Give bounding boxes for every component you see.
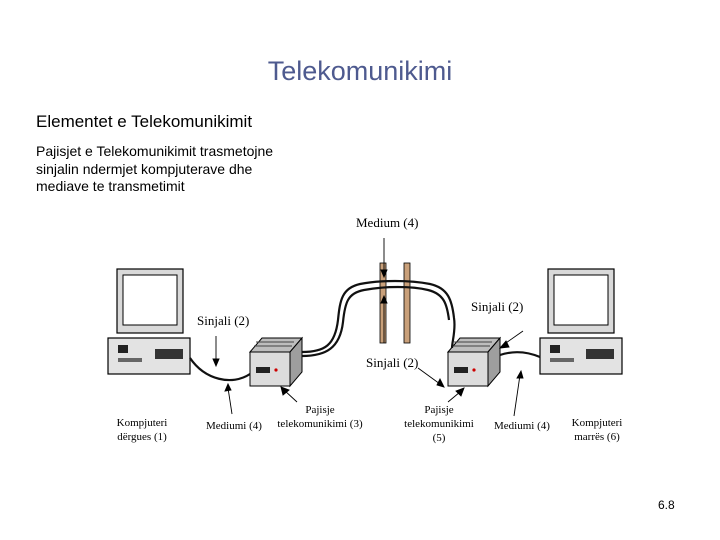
slide-subtitle: Elementet e Telekomunikimit (36, 112, 253, 131)
label-sender-line2: dërgues (1) (117, 431, 167, 443)
label-receiver-line2: marrës (6) (574, 431, 620, 443)
label-medium-left: Mediumi (4) (206, 420, 262, 432)
slide-title: Telekomunikimi (267, 56, 453, 86)
arrow-indicators (212, 238, 524, 417)
label-right-device-line3: (5) (432, 432, 446, 444)
label-right-device: Pajisje telekomunikimi (5) (402, 403, 476, 445)
label-right-device-line1: Pajisje (424, 404, 454, 416)
label-left-device: Pajisje telekomunikimi (3) (276, 403, 364, 431)
label-left-device-line1: Pajisje (305, 404, 335, 416)
label-left-device-line2: telekomunikimi (3) (277, 418, 363, 430)
label-receiver-computer: Kompjuteri marrës (6) (565, 416, 629, 444)
label-signal-left: Sinjali (2) (197, 313, 250, 328)
label-medium-right: Mediumi (4) (494, 420, 550, 432)
label-right-device-line2: telekomunikimi (404, 418, 474, 430)
sender-computer-icon (107, 268, 191, 375)
label-sender-line1: Kompjuteri (116, 417, 168, 429)
label-medium-top: Medium (4) (356, 215, 419, 230)
right-telecom-device-icon (446, 336, 502, 388)
slide-body-text: Pajisjet e Telekomunikimit trasmetojne s… (36, 143, 274, 194)
label-signal-right: Sinjali (2) (471, 299, 524, 314)
cable-lines (189, 279, 541, 382)
label-sender-computer: Kompjuteri dërgues (1) (112, 416, 172, 444)
slide-page-number: 6.8 (658, 498, 675, 512)
label-signal-center: Sinjali (2) (366, 355, 419, 370)
receiver-computer-icon (539, 268, 623, 375)
left-telecom-device-icon (248, 336, 304, 388)
label-receiver-line1: Kompjuteri (571, 417, 623, 429)
